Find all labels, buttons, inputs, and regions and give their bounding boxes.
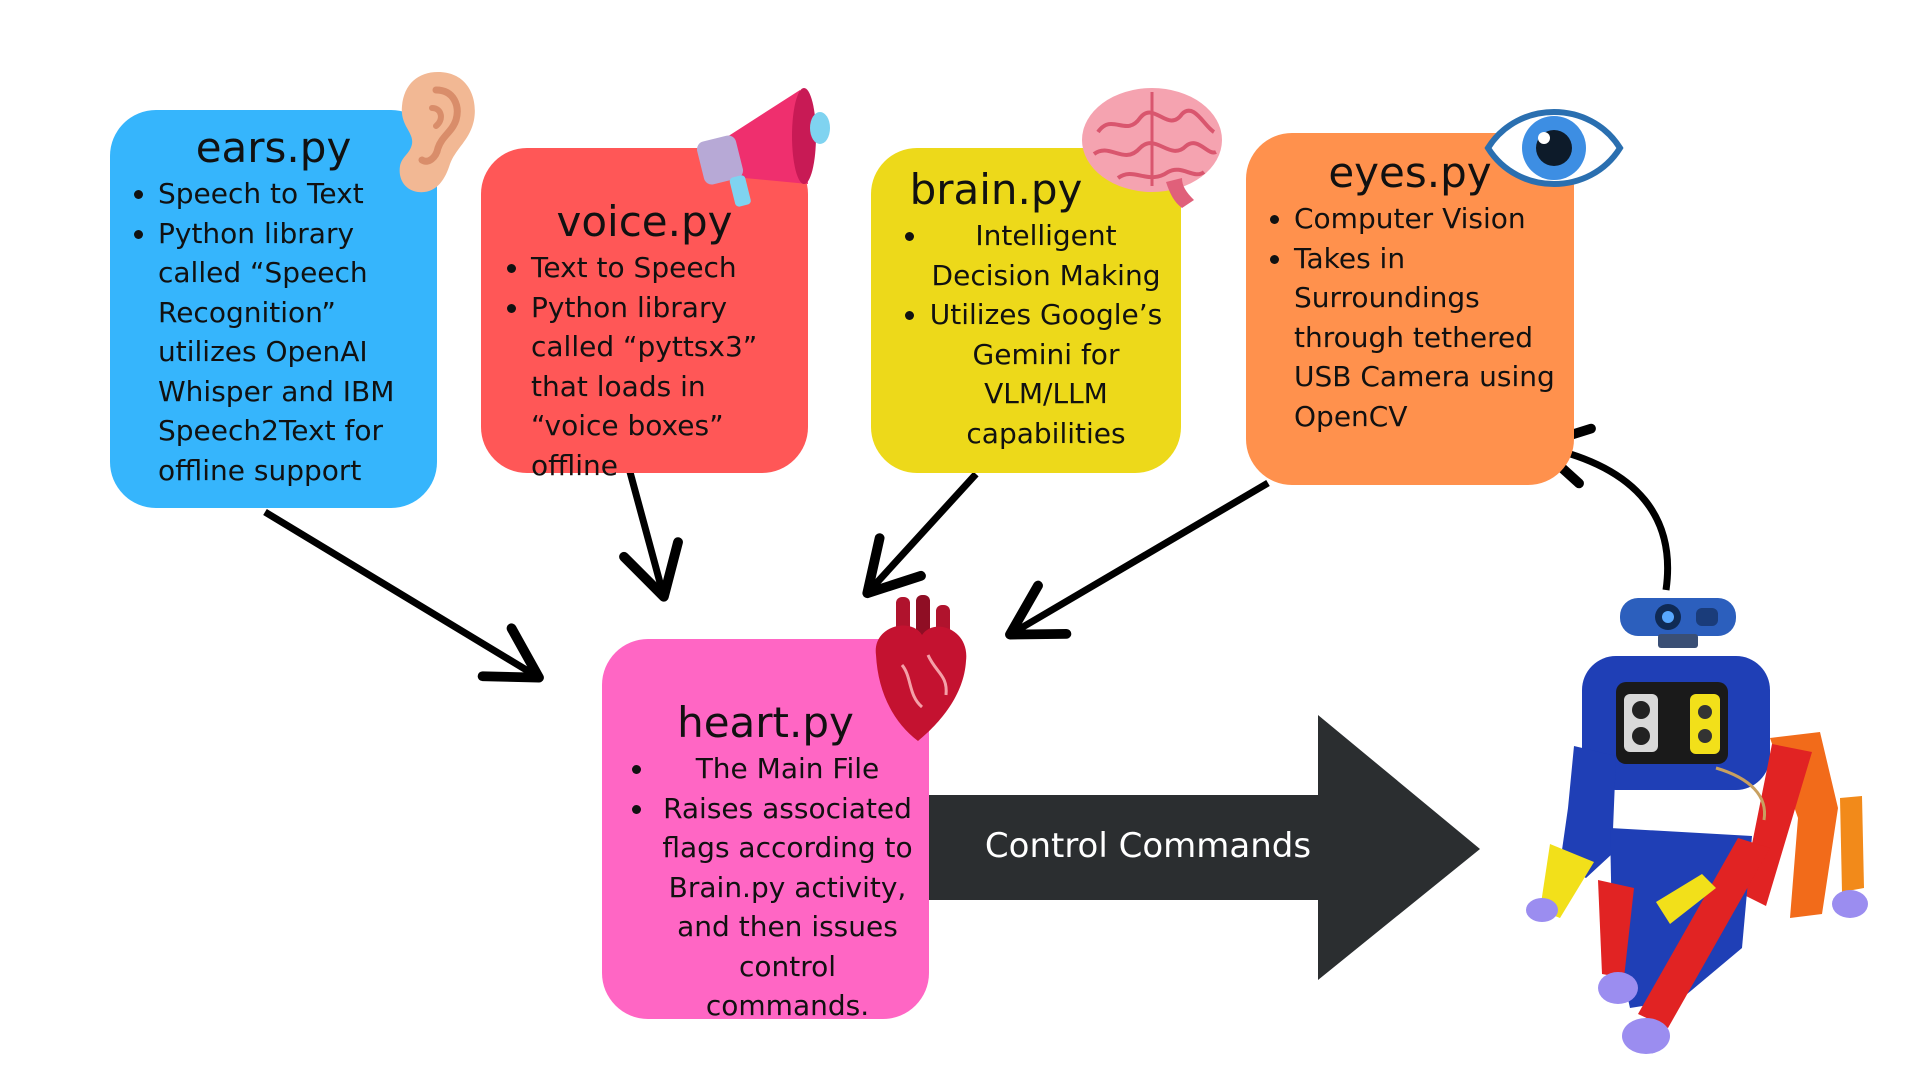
brain-module-box: brain.py Intelligent Decision Making Uti… — [871, 148, 1181, 473]
webcam-icon — [1620, 598, 1736, 648]
ears-module-title: ears.py — [195, 123, 352, 172]
eyes-module-title: eyes.py — [1328, 148, 1492, 197]
heart-bullet-list: The Main File Raises associated flags ac… — [620, 749, 919, 1026]
voice-bullet: Text to Speech — [531, 248, 790, 288]
anatomical-heart-icon — [875, 595, 967, 741]
arrow-eyes-to-heart — [1005, 479, 1270, 640]
eyes-bullet-list: Computer Vision Takes in Surroundings th… — [1264, 199, 1556, 436]
heart-module-box: heart.py The Main File Raises associated… — [602, 639, 929, 1022]
arrow-ears-to-heart — [263, 509, 544, 683]
heart-module-title: heart.py — [677, 698, 854, 747]
arrow-brain-to-heart — [862, 471, 979, 599]
ears-bullet: Speech to Text — [158, 174, 419, 214]
brain-bullet: Intelligent Decision Making — [929, 216, 1163, 295]
heart-bullet: Raises associated flags according to Bra… — [656, 789, 919, 1026]
ears-bullet: Python library called “Speech Recognitio… — [158, 214, 419, 491]
ears-bullet-list: Speech to Text Python library called “Sp… — [128, 174, 419, 490]
arrow-camera-to-eyes — [1532, 423, 1672, 591]
voice-bullet-list: Text to Speech Python library called “py… — [499, 248, 790, 485]
megaphone-icon — [696, 88, 830, 207]
eyes-module-box: eyes.py Computer Vision Takes in Surroun… — [1246, 133, 1574, 485]
voice-bullet: Python library called “pyttsx3” that loa… — [531, 288, 790, 486]
voice-module-box: voice.py Text to Speech Python library c… — [481, 148, 808, 482]
arrow-voice-to-heart — [619, 471, 683, 602]
ear-icon — [399, 72, 475, 193]
brain-icon — [1082, 88, 1222, 208]
control-commands-label: Control Commands — [984, 826, 1312, 866]
eyes-bullet: Takes in Surroundings through tethered U… — [1294, 239, 1556, 437]
eyes-bullet: Computer Vision — [1294, 199, 1556, 239]
voice-module-title: voice.py — [556, 197, 733, 246]
brain-bullet-list: Intelligent Decision Making Utilizes Goo… — [889, 216, 1163, 453]
brain-module-title: brain.py — [909, 165, 1083, 214]
eye-icon — [1484, 109, 1624, 187]
control-commands-arrow — [928, 715, 1480, 980]
ears-module-box: ears.py Speech to Text Python library ca… — [110, 110, 437, 508]
heart-bullet: The Main File — [656, 749, 919, 789]
robot-dog-icon — [1526, 656, 1868, 1054]
brain-bullet: Utilizes Google’s Gemini for VLM/LLM cap… — [929, 295, 1163, 453]
